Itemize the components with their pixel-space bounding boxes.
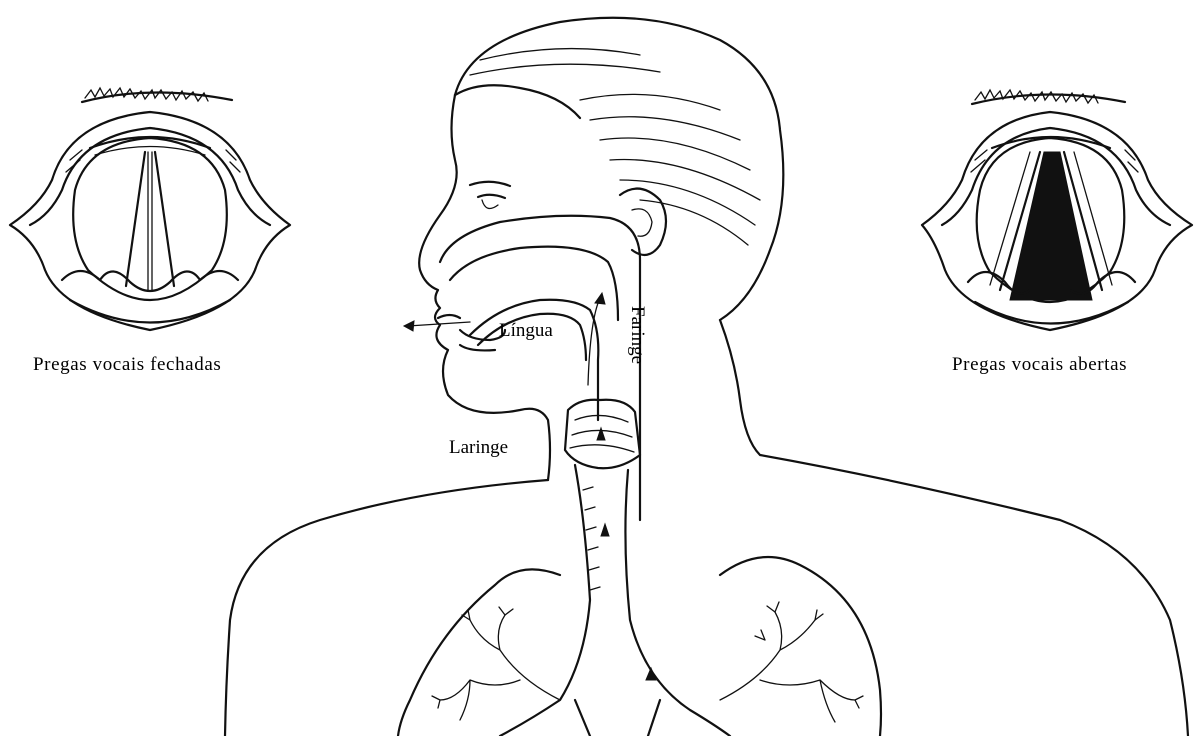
vocal-folds-open-illustration xyxy=(922,90,1192,330)
tongue-label: Língua xyxy=(499,321,553,340)
larynx-label: Laringe xyxy=(449,438,508,457)
vocal-folds-closed-illustration xyxy=(10,88,290,330)
vocal-tract-illustration xyxy=(404,216,730,736)
vocal-folds-open-caption: Pregas vocais abertas xyxy=(952,355,1127,374)
pharynx-label: Faringe xyxy=(628,306,647,364)
head-profile-illustration xyxy=(225,18,1188,736)
vocal-folds-closed-caption: Pregas vocais fechadas xyxy=(33,355,221,374)
